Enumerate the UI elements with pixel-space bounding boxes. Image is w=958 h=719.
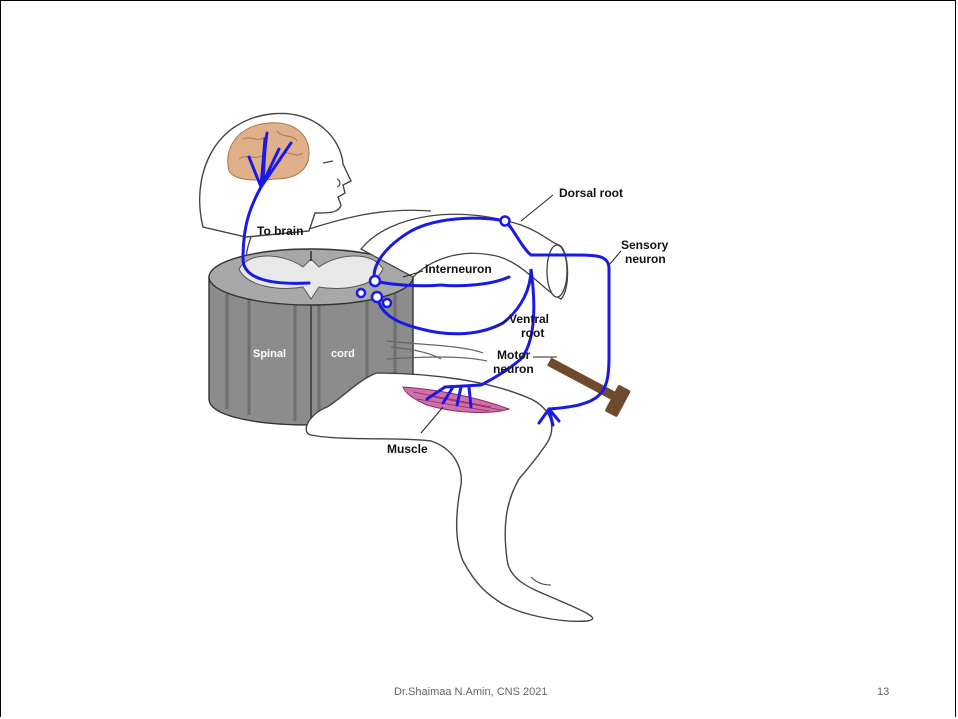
- label-ventral-root-2: root: [521, 326, 544, 340]
- label-cord: cord: [331, 348, 355, 360]
- reflex-arc-svg: Dorsal root To brain Sensory neuron Inte…: [191, 109, 711, 634]
- interneuron-cell-2: [357, 289, 365, 297]
- label-interneuron: Interneuron: [425, 262, 492, 276]
- motor-cell-1: [372, 292, 382, 302]
- label-sensory-neuron-1: Sensory: [621, 238, 669, 252]
- interneuron-cell-1: [370, 276, 380, 286]
- root-opening: [547, 245, 567, 297]
- label-sensory-neuron-2: neuron: [625, 252, 666, 266]
- footer-credit: Dr.Shaimaa N.Amin, CNS 2021: [394, 686, 547, 698]
- label-dorsal-root: Dorsal root: [559, 186, 623, 200]
- motor-cell-2: [383, 299, 391, 307]
- label-to-brain: To brain: [257, 224, 303, 238]
- label-motor-neuron-2: neuron: [493, 362, 534, 376]
- label-muscle: Muscle: [387, 442, 428, 456]
- dorsal-ganglion-cell: [501, 217, 510, 226]
- reflex-arc-diagram: Dorsal root To brain Sensory neuron Inte…: [191, 109, 711, 634]
- label-ventral-root-1: Ventral: [509, 312, 549, 326]
- label-motor-neuron-1: Motor: [497, 348, 531, 362]
- page-number: 13: [877, 686, 889, 698]
- label-spinal: Spinal: [253, 348, 286, 360]
- foot-detail: [531, 577, 551, 585]
